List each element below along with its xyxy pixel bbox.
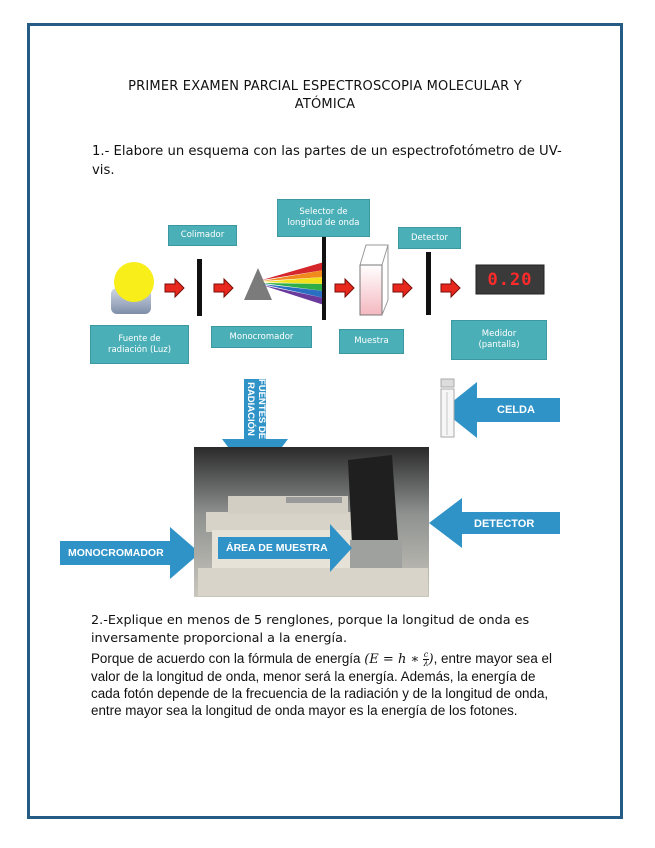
fuente-line-1: Fuente de: [118, 333, 161, 344]
collimator-slit: [197, 259, 202, 316]
medidor-line-1: Medidor: [481, 329, 517, 339]
wavelength-selector-slit: [322, 228, 326, 320]
arrow-icon: [392, 277, 413, 299]
prism-icon: [244, 268, 272, 300]
medidor-line-2: (pantalla): [478, 340, 520, 350]
fuente-line-2: radiación (Luz): [107, 344, 172, 355]
label-fuente: Fuente de radiación (Luz): [90, 325, 189, 364]
exam-title: PRIMER EXAMEN PARCIAL ESPECTROSCOPIA MOL…: [90, 78, 560, 114]
question-2: 2.-Explique en menos de 5 renglones, por…: [91, 613, 530, 646]
selector-line-1: Selector de: [299, 207, 348, 217]
fuentes-line-1: FUENTES DE: [256, 378, 267, 440]
label-monocromador: Monocromador: [211, 326, 312, 348]
title-line-1: PRIMER EXAMEN PARCIAL ESPECTROSCOPIA MOL…: [128, 79, 522, 94]
meter-display: [475, 264, 545, 295]
label-selector: Selector de longitud de onda: [277, 199, 370, 237]
fuentes-label: FUENTES DE RADIACIÓN: [233, 379, 273, 440]
label-colimador: Colimador: [168, 225, 237, 246]
label-muestra: Muestra: [339, 329, 404, 354]
formula-denominator: λ: [423, 659, 429, 668]
area-muestra-label: ÁREA DE MUESTRA: [226, 542, 328, 554]
spectrum-rays: [262, 262, 324, 305]
left-arrow-icon: [442, 382, 560, 438]
celda-label: CELDA: [497, 404, 535, 416]
cell-icon: [440, 378, 455, 438]
arrow-icon: [334, 277, 355, 299]
arrow-icon: [440, 277, 461, 299]
left-arrow-icon: [429, 498, 560, 548]
monocromador-label: MONOCROMADOR: [68, 547, 164, 559]
formula-numerator: c: [423, 650, 429, 660]
formula-left: E = h ∗: [369, 652, 420, 667]
arrow-icon: [213, 277, 234, 299]
flow-arrows: [164, 277, 461, 299]
spectrophotometer-photo: [194, 447, 429, 597]
fuentes-line-2: RADIACIÓN: [245, 382, 256, 436]
label-medidor: Medidor (pantalla): [451, 320, 547, 360]
title-line-2: ATÓMICA: [294, 97, 356, 112]
page-border: [27, 23, 623, 819]
arrow-icon: [164, 277, 185, 299]
selector-line-2: longitud de onda: [287, 218, 360, 228]
detector-slit: [426, 252, 431, 315]
answer-2: Porque de acuerdo con la fórmula de ener…: [91, 650, 561, 719]
answer-part-1: Porque de acuerdo con la fórmula de ener…: [91, 651, 361, 666]
question-1: 1.- Elabore un esquema con las partes de…: [92, 144, 562, 178]
sample-area-arrow-icon: [218, 524, 352, 572]
detector-label: DETECTOR: [474, 518, 535, 530]
right-arrow-icon: [60, 527, 200, 579]
light-source-icon: [111, 262, 154, 314]
answer-part-2: , entre mayor sea el valor de la longitu…: [91, 651, 552, 718]
display-value: 0.20: [487, 269, 533, 290]
label-detector: Detector: [398, 227, 461, 249]
sample-cuvette-icon: [359, 244, 389, 316]
